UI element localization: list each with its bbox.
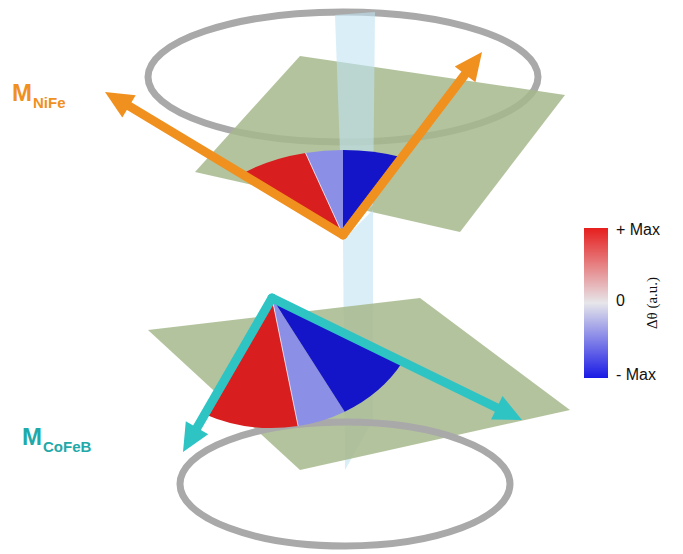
- scale-min: - Max: [616, 366, 656, 384]
- arrow-head: [491, 396, 522, 420]
- vector-subscript: CoFeB: [43, 439, 91, 456]
- arrow-head: [105, 92, 136, 118]
- film-plane: [195, 56, 565, 232]
- wedge-divider: [272, 298, 298, 426]
- scale-zero: 0: [616, 292, 625, 310]
- arrow-head: [183, 421, 208, 452]
- vector-subscript: NiFe: [33, 95, 66, 112]
- precession-ring: [180, 422, 510, 546]
- vector-symbol: M: [22, 424, 42, 450]
- vector-symbol: M: [12, 80, 32, 106]
- magnetization-arrow: [272, 298, 497, 408]
- scale-max: + Max: [616, 221, 660, 239]
- axis-title: Δθ (a.u.): [644, 277, 661, 329]
- arrow-head: [455, 52, 482, 82]
- magnetization-arrow: [129, 106, 343, 235]
- magnetization-arrow: [197, 298, 272, 428]
- magnetization-arrow: [343, 74, 465, 235]
- color-bar: [584, 228, 608, 378]
